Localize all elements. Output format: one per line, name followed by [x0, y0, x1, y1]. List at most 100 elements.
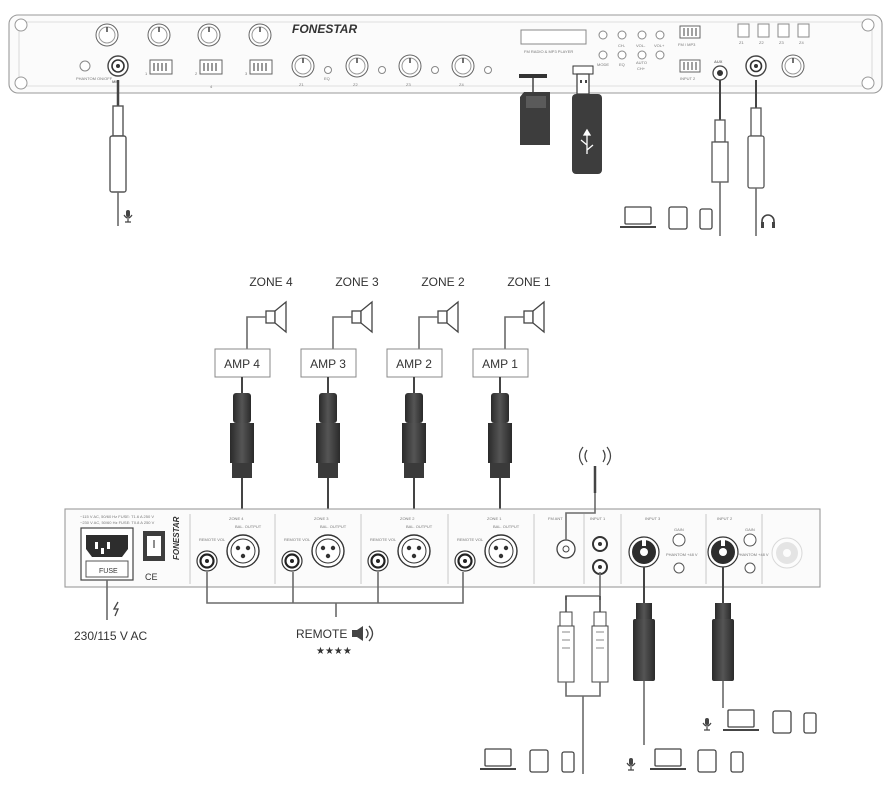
sd-card-slot[interactable]	[519, 74, 547, 78]
player-btn-volplus: VOL+	[654, 43, 665, 48]
input2-xlr-cable	[712, 567, 734, 708]
ce-mark: CE	[145, 572, 158, 582]
laptop-icon	[650, 748, 686, 770]
fm-antenna-socket[interactable]	[556, 539, 576, 559]
bal-output-label: BAL. OUTPUT	[406, 524, 433, 529]
player-btn-mode: MODE	[597, 62, 609, 67]
zone-dip-switches[interactable]	[149, 59, 273, 75]
source-btn-z3: Z3	[779, 40, 784, 45]
rear-zone-label: ZONE 1	[487, 516, 502, 521]
power-cable	[106, 580, 119, 620]
amp-label: AMP 3	[310, 357, 346, 371]
microphone-icon	[123, 210, 133, 223]
headphone-volume-knob[interactable]	[781, 54, 805, 78]
rear-brand-logo: FONESTAR	[172, 516, 181, 560]
player-btn-auto: AUTO	[636, 60, 647, 65]
power-switch[interactable]	[143, 531, 165, 561]
input1-rca-jacks[interactable]	[592, 536, 608, 575]
source-btn-z4: Z4	[799, 40, 804, 45]
headphone-cable	[747, 80, 765, 236]
input2-gain-knob[interactable]	[743, 533, 757, 547]
speaker-wire	[246, 316, 266, 349]
smartphone-icon	[803, 712, 817, 734]
mic-input-jack[interactable]	[107, 55, 129, 77]
brand-logo: FONESTAR	[292, 22, 357, 36]
input3-gain-label: GAIN	[674, 527, 684, 532]
player-btn-eq: EQ	[619, 62, 625, 67]
remote-vol-jack[interactable]	[454, 550, 476, 572]
zone-label: ZONE 4	[249, 275, 293, 289]
input1-label: INPUT 1	[590, 516, 606, 521]
power-label: 230/115 V AC	[74, 629, 148, 643]
player-display	[520, 29, 587, 45]
remote-vol-jack[interactable]	[196, 550, 218, 572]
input3-combo-jack[interactable]	[628, 536, 660, 568]
zone-label: ZONE 1	[507, 275, 551, 289]
input2-phantom-switch[interactable]	[744, 562, 756, 574]
fuse-rating-230: ~230 V AC, 50/60 Hz FUSE: T0.8 A 250 V	[80, 520, 155, 525]
fm-antenna	[565, 446, 612, 540]
zone-volume-knobs[interactable]	[95, 23, 272, 47]
laptop-icon	[723, 709, 759, 731]
usb-stick	[572, 73, 602, 174]
aux-input-jack[interactable]	[712, 65, 728, 81]
bal-output-xlr-socket[interactable]	[226, 534, 260, 568]
bal-output-xlr-socket[interactable]	[397, 534, 431, 568]
zone-number-1: 1	[145, 71, 148, 76]
input3-gain-knob[interactable]	[672, 533, 686, 547]
rear-zone-label: ZONE 3	[314, 516, 329, 521]
xlr-cable	[488, 377, 512, 540]
bal-output-label: BAL. OUTPUT	[493, 524, 520, 529]
zone-eq-z1: Z1	[299, 82, 304, 87]
input3-phantom-label: PHANTOM +48 V	[666, 552, 698, 557]
input2-phantom-label: PHANTOM +48 V	[737, 552, 769, 557]
remote-vol-jack[interactable]	[367, 550, 389, 572]
zone-source-buttons[interactable]	[737, 23, 810, 38]
headphone-jack[interactable]	[745, 55, 767, 77]
fuse-label: FUSE	[99, 568, 118, 575]
remote-vol-jack[interactable]	[281, 550, 303, 572]
speaker-wire	[504, 316, 524, 349]
bal-output-xlr-socket[interactable]	[484, 534, 518, 568]
amp-box	[214, 348, 271, 378]
zone-eq-z2: Z2	[353, 82, 358, 87]
amp-box	[472, 348, 529, 378]
zone-column: ZONE 3 AMP 3	[300, 275, 379, 540]
input2-label: INPUT 2	[717, 516, 733, 521]
player-buttons[interactable]	[598, 30, 665, 60]
usb-port[interactable]	[572, 65, 594, 75]
tablet-icon	[668, 206, 688, 230]
smartphone-icon	[561, 751, 575, 773]
player-display-label: FM RADIO & MP3 PLAYER	[524, 49, 573, 54]
amp-label: AMP 2	[396, 357, 432, 371]
amp-box	[300, 348, 357, 378]
input2-combo-jack[interactable]	[707, 536, 739, 568]
speaker-icon	[351, 300, 373, 334]
fuse-rating-115: ~115 V AC, 50/60 Hz FUSE: T1.6 A 250 V	[80, 514, 154, 519]
source-btn-z2: Z2	[759, 40, 764, 45]
tablet-icon	[697, 749, 717, 773]
xlr-cable	[316, 377, 340, 540]
zone-eq-z4: Z4	[459, 82, 464, 87]
eq-label: EQ	[324, 76, 330, 81]
iec-power-socket[interactable]	[80, 527, 134, 581]
zone-number-3: 3	[245, 71, 248, 76]
input3-phantom-switch[interactable]	[673, 562, 685, 574]
rear-panel: ~115 V AC, 50/60 Hz FUSE: T1.6 A 250 V ~…	[64, 508, 821, 588]
rca-stereo-cable	[557, 572, 609, 774]
player-btn-volminus: VOL-	[636, 43, 646, 48]
phantom-switch[interactable]	[79, 60, 91, 72]
remote-vol-label: REMOTE VOL	[370, 537, 397, 542]
bal-output-xlr-socket[interactable]	[311, 534, 345, 568]
laptop-icon	[620, 206, 656, 228]
player-btn-chminus: CH-	[618, 43, 626, 48]
zone-level-knobs[interactable]	[291, 54, 492, 78]
phantom-label: PHANTOM ON/OFF	[76, 76, 113, 81]
